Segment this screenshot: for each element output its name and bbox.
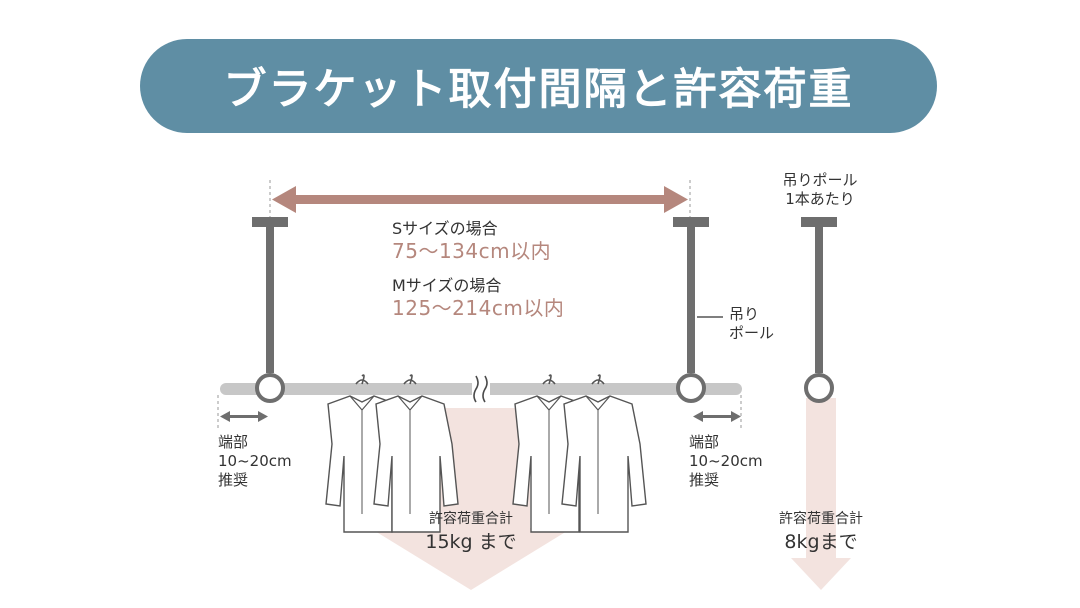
size-s-range: 75～134cm以内 — [392, 239, 552, 263]
guide-lines — [217, 180, 742, 428]
per-pole-label: 吊りポール 1本あたり — [782, 171, 858, 208]
size-m-range: 125～214cm以内 — [392, 296, 565, 320]
bracket-single — [801, 217, 837, 403]
span-arrow — [272, 186, 688, 213]
load-single-label: 許容荷重合計 8kgまで — [779, 511, 863, 553]
pole-label: 吊り ポール — [729, 305, 775, 342]
rod-break-mark — [472, 375, 490, 403]
end-label-right: 端部 10~20cm 推奨 — [689, 433, 763, 489]
end-arrow-right — [693, 411, 741, 422]
end-arrow-left — [220, 411, 268, 422]
end-label-left: 端部 10~20cm 推奨 — [218, 433, 292, 489]
load-arrow-single — [791, 398, 851, 590]
size-m-label: Mサイズの場合 — [392, 276, 502, 295]
title-banner: ブラケット取付間隔と許容荷重 — [140, 39, 937, 133]
bracket-left — [252, 217, 288, 403]
load-total-label: 許容荷重合計 15kg まで — [425, 511, 517, 553]
bracket-right — [673, 217, 709, 403]
page-title: ブラケット取付間隔と許容荷重 — [223, 65, 854, 115]
size-s-label: Sサイズの場合 — [392, 219, 498, 238]
